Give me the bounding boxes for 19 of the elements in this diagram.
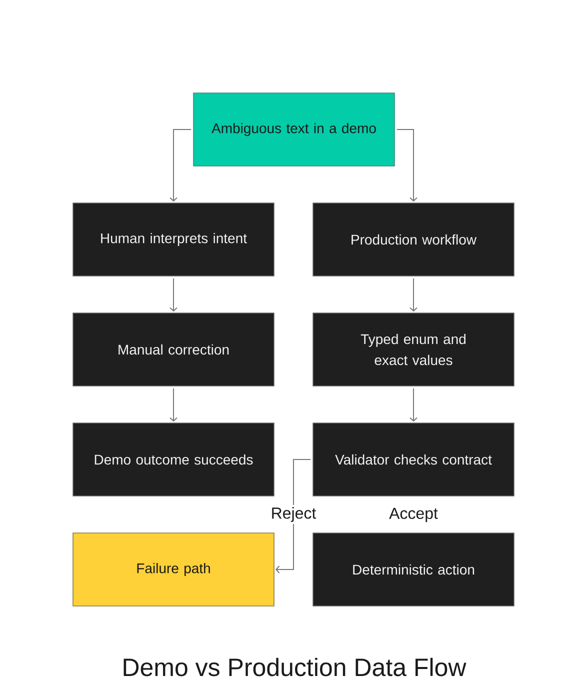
title: Demo vs Production Data Flow xyxy=(124,658,466,676)
process-box: Human interprets intent xyxy=(72,202,274,276)
arrow xyxy=(170,278,178,312)
arrow xyxy=(170,129,192,202)
arrow xyxy=(396,129,418,202)
process-box: Ambiguous text in a demo xyxy=(193,92,395,166)
arrow xyxy=(275,459,312,574)
process-box: Production workflow xyxy=(312,202,514,276)
arrow xyxy=(170,388,178,422)
arrow xyxy=(410,278,418,312)
arrow xyxy=(410,388,418,422)
process-box: Manual correction xyxy=(72,312,274,386)
process-box: Validator checks contract xyxy=(312,422,514,496)
edge-label: Reject xyxy=(268,505,318,524)
process-box: Demo outcome succeeds xyxy=(72,422,274,496)
process-box: Typed enum and exact values xyxy=(312,312,514,386)
branch-label: Accept xyxy=(389,508,438,522)
process-box: Failure path xyxy=(72,532,274,606)
process-box: Deterministic action xyxy=(312,532,514,606)
